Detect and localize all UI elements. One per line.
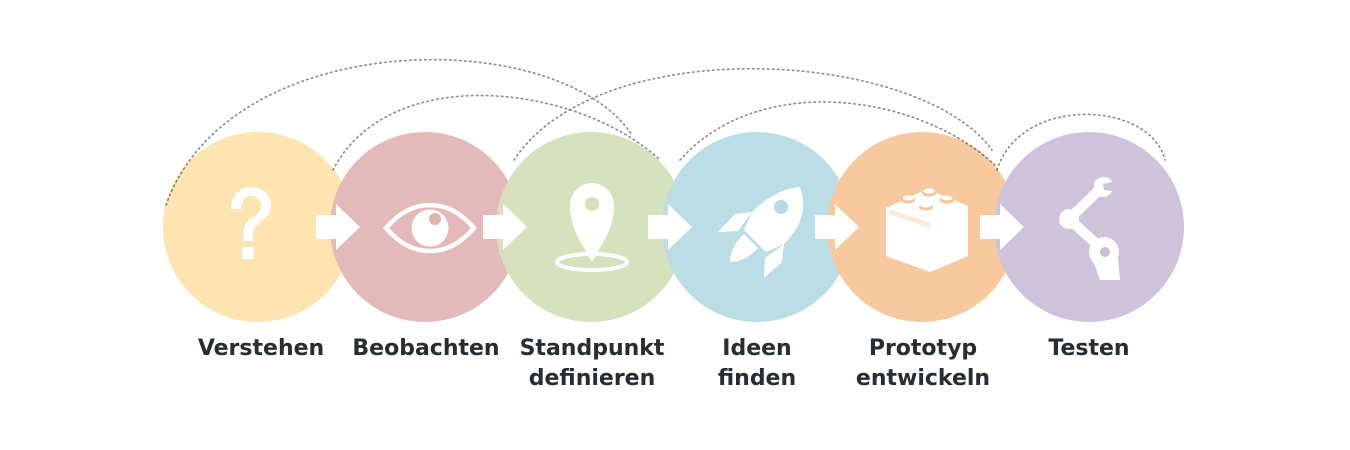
stage-label-line-1: Verstehen [197,336,325,361]
stage-label-testen: Testen [994,334,1184,364]
arrow-5 [980,204,1024,250]
stage-circle-verstehen [163,132,353,322]
loop-prototyp-to-testen [996,113,1166,171]
stage-label-standpunkt: Standpunkt definieren [497,334,687,394]
loop-standpunkt-to-prototyp [513,67,993,161]
stage-label-ideen: Ideen finden [662,334,852,394]
stage-label-line-1: Standpunkt [519,336,665,361]
loop-ideen-to-prototyp [679,101,996,166]
stage-icons [231,176,1120,280]
stage-label-line-2: definieren [528,366,656,391]
stage-arrows [316,204,1024,250]
feedback-loops [165,58,1166,206]
stage-label-line-1: Prototyp [868,336,978,361]
arrow-1 [316,204,360,250]
stage-label-line-2: finden [717,366,797,391]
stage-label-prototyp: Prototyp entwickeln [828,334,1018,394]
arrow-3 [648,204,692,250]
stage-label-verstehen: Verstehen [166,334,356,364]
robot-arm-icon [1059,176,1120,280]
location-pin-icon [555,183,629,272]
stage-circle-testen [994,132,1184,322]
rocket-icon [718,187,804,278]
stage-label-line-1: Testen [1048,336,1130,361]
question-mark-icon [231,187,271,259]
loop-beobachten-to-standpunkt [332,94,661,171]
stage-label-beobachten: Beobachten [331,334,521,364]
stage-label-line-1: Ideen [722,336,792,361]
loop-verstehen-to-standpunkt [165,58,633,206]
stage-label-line-1: Beobachten [352,336,500,361]
stage-label-line-2: entwickeln [855,366,991,391]
eye-icon [383,202,477,254]
arrow-4 [815,204,859,250]
arrow-2 [483,204,527,250]
building-brick-icon [886,188,968,272]
